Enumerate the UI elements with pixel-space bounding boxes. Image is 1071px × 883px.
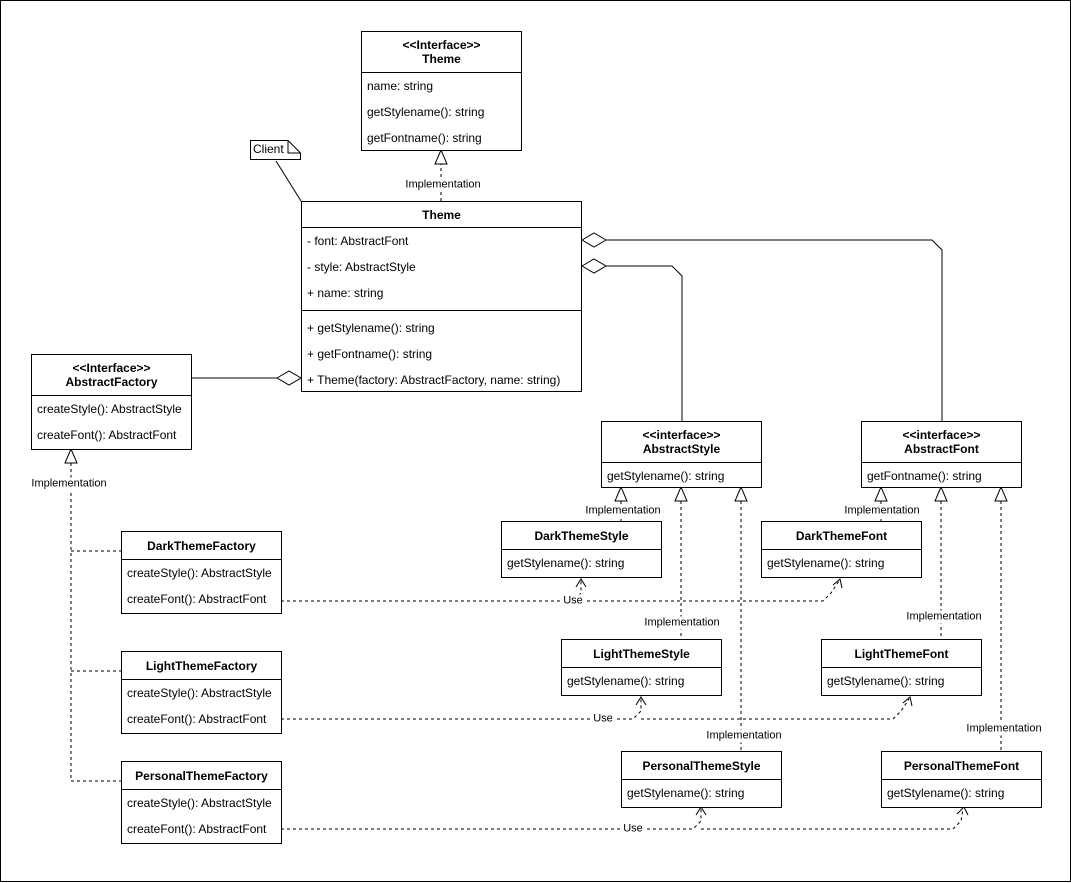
abstract-style-stereotype: <<interface>>	[642, 428, 721, 442]
use-label: Use	[592, 712, 614, 726]
personal-theme-style-box[interactable]: PersonalThemeStyle getStylename(): strin…	[621, 751, 782, 808]
light-theme-style-member: getStylename(): string	[567, 674, 685, 688]
implementation-label: Implementation	[965, 722, 1043, 736]
theme-interface-name: Theme	[422, 52, 461, 66]
abstract-style-member: getStylename(): string	[607, 469, 725, 483]
implementation-label: Implementation	[843, 504, 921, 518]
client-note-label: Client	[253, 142, 284, 156]
abstract-font-name: AbstractFont	[904, 442, 979, 456]
dark-theme-style-name: DarkThemeStyle	[534, 528, 629, 543]
font-aggregation-diamond	[581, 232, 607, 248]
use-label: Use	[562, 594, 584, 608]
implementation-label: Implementation	[584, 504, 662, 518]
implementation-label: Implementation	[705, 729, 783, 743]
light-theme-factory-member: createStyle(): AbstractStyle	[127, 686, 272, 700]
light-theme-font-box[interactable]: LightThemeFont getStylename(): string	[821, 639, 982, 696]
personal-theme-factory-member: createFont(): AbstractFont	[127, 822, 267, 836]
dark-theme-factory-member: createStyle(): AbstractStyle	[127, 566, 272, 580]
theme-class-method: + getStylename(): string	[307, 321, 435, 335]
implementation-label: Implementation	[905, 610, 983, 624]
theme-class-attribute: - style: AbstractStyle	[307, 260, 416, 274]
dark-theme-font-member: getStylename(): string	[767, 556, 885, 570]
client-note: Client	[250, 140, 301, 160]
font-aggregation-line	[606, 239, 943, 421]
style-aggregation-line	[606, 265, 683, 421]
abstract-style-name: AbstractStyle	[642, 442, 721, 456]
light-theme-factory-member: createFont(): AbstractFont	[127, 712, 267, 726]
theme-interface-member: name: string	[367, 79, 434, 93]
light-theme-font-member: getStylename(): string	[827, 674, 945, 688]
dark-theme-factory-box[interactable]: DarkThemeFactory createStyle(): Abstract…	[121, 531, 282, 614]
theme-interface-member: getStylename(): string	[367, 105, 485, 119]
personal-theme-factory-member: createStyle(): AbstractStyle	[127, 796, 272, 810]
light-theme-style-name: LightThemeStyle	[593, 646, 690, 661]
factory-aggregation-diamond	[276, 370, 302, 386]
theme-interface-stereotype: <<Interface>>	[402, 38, 481, 52]
theme-class-box[interactable]: Theme - font: AbstractFont - style: Abst…	[301, 201, 582, 392]
abstract-factory-box[interactable]: <<Interface>> AbstractFactory createStyl…	[31, 354, 192, 450]
abstract-font-box[interactable]: <<interface>> AbstractFont getFontname()…	[861, 421, 1022, 488]
abstract-factory-member: createFont(): AbstractFont	[37, 428, 177, 442]
theme-class-attribute: - font: AbstractFont	[307, 234, 409, 248]
light-theme-font-name: LightThemeFont	[854, 646, 949, 661]
personal-theme-style-name: PersonalThemeStyle	[642, 758, 761, 773]
theme-class-method: + getFontname(): string	[307, 347, 433, 361]
dark-theme-factory-name: DarkThemeFactory	[147, 538, 256, 553]
abstract-font-member: getFontname(): string	[867, 469, 982, 483]
theme-class-attribute: + name: string	[307, 286, 384, 300]
light-theme-style-box[interactable]: LightThemeStyle getStylename(): string	[561, 639, 722, 696]
theme-implementation-arrowhead	[434, 148, 448, 165]
theme-interface-member: getFontname(): string	[367, 131, 482, 145]
light-theme-factory-box[interactable]: LightThemeFactory createStyle(): Abstrac…	[121, 651, 282, 734]
personal-theme-font-member: getStylename(): string	[887, 786, 1005, 800]
implementation-label: Implementation	[30, 477, 108, 491]
personal-theme-factory-name: PersonalThemeFactory	[135, 768, 268, 783]
personal-theme-factory-box[interactable]: PersonalThemeFactory createStyle(): Abst…	[121, 761, 282, 844]
implementation-label: Implementation	[643, 616, 721, 630]
implementation-label: Implementation	[404, 178, 482, 192]
abstract-style-box[interactable]: <<interface>> AbstractStyle getStylename…	[601, 421, 762, 488]
dark-theme-factory-member: createFont(): AbstractFont	[127, 592, 267, 606]
dark-theme-font-name: DarkThemeFont	[795, 528, 888, 543]
abstract-factory-name: AbstractFactory	[65, 375, 158, 389]
personal-theme-style-member: getStylename(): string	[627, 786, 745, 800]
dark-theme-style-box[interactable]: DarkThemeStyle getStylename(): string	[501, 521, 662, 578]
style-aggregation-diamond	[581, 258, 607, 274]
factory-implementation-arrowhead	[64, 447, 78, 464]
theme-class-method: + Theme(factory: AbstractFactory, name: …	[307, 373, 561, 387]
abstract-factory-member: createStyle(): AbstractStyle	[37, 402, 182, 416]
note-connector	[275, 160, 302, 202]
abstract-font-stereotype: <<interface>>	[902, 428, 981, 442]
dark-theme-style-member: getStylename(): string	[507, 556, 625, 570]
personal-theme-font-name: PersonalThemeFont	[903, 758, 1020, 773]
dark-theme-font-box[interactable]: DarkThemeFont getStylename(): string	[761, 521, 922, 578]
theme-interface-box[interactable]: <<Interface>> Theme name: string getStyl…	[361, 31, 522, 151]
theme-class-name: Theme	[422, 207, 461, 222]
use-label: Use	[622, 822, 644, 836]
personal-theme-font-box[interactable]: PersonalThemeFont getStylename(): string	[881, 751, 1042, 808]
abstract-factory-stereotype: <<Interface>>	[72, 361, 151, 375]
light-theme-factory-name: LightThemeFactory	[145, 658, 258, 673]
